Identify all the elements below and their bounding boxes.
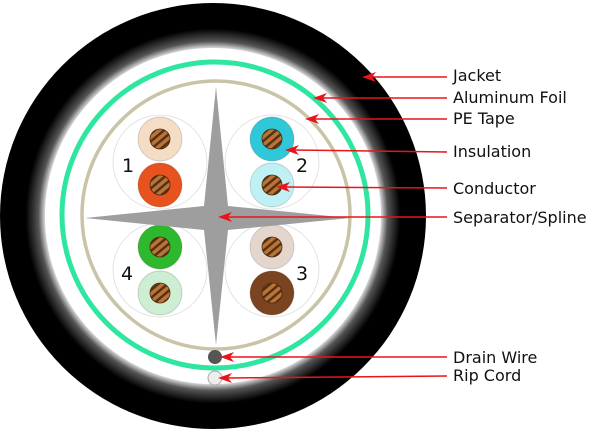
arrow-pointer xyxy=(276,182,448,192)
arrow-pointer xyxy=(313,93,447,103)
label-drain-wire: Drain Wire xyxy=(453,348,537,367)
conductor xyxy=(149,128,171,150)
label-jacket: Jacket xyxy=(452,66,501,85)
twisted-pair-1 xyxy=(112,114,208,210)
conductor xyxy=(261,236,283,258)
label-rip-cord: Rip Cord xyxy=(453,366,521,385)
label-insulation: Insulation xyxy=(453,142,531,161)
conductor xyxy=(261,174,283,196)
pair-outline xyxy=(112,114,208,210)
arrow-pointer xyxy=(218,212,447,222)
label-pe-tape: PE Tape xyxy=(453,109,515,128)
arrow-pointer xyxy=(218,373,448,383)
aluminum-foil xyxy=(59,59,371,371)
pair-number-1: 1 xyxy=(122,155,134,177)
conductor xyxy=(149,174,171,196)
pe-tape xyxy=(80,79,352,351)
label-conductor: Conductor xyxy=(453,179,536,198)
arrow-pointer xyxy=(305,114,447,124)
label-separator-spline: Separator/Spline xyxy=(453,208,587,227)
pair-number-2: 2 xyxy=(296,155,308,177)
conductor xyxy=(149,282,171,304)
arrow-pointer xyxy=(220,352,447,362)
label-aluminum-foil: Aluminum Foil xyxy=(453,88,567,107)
arrow-pointer xyxy=(285,145,448,155)
conductor xyxy=(261,128,283,150)
pair-number-4: 4 xyxy=(121,263,133,285)
arrow-pointer xyxy=(362,72,447,82)
conductor xyxy=(261,282,283,304)
conductor xyxy=(149,236,171,258)
pair-number-3: 3 xyxy=(296,263,308,285)
drain-wire xyxy=(208,350,222,364)
twisted-pair-2 xyxy=(224,114,320,210)
pair-outline xyxy=(224,114,320,210)
separator-spline xyxy=(85,87,350,345)
